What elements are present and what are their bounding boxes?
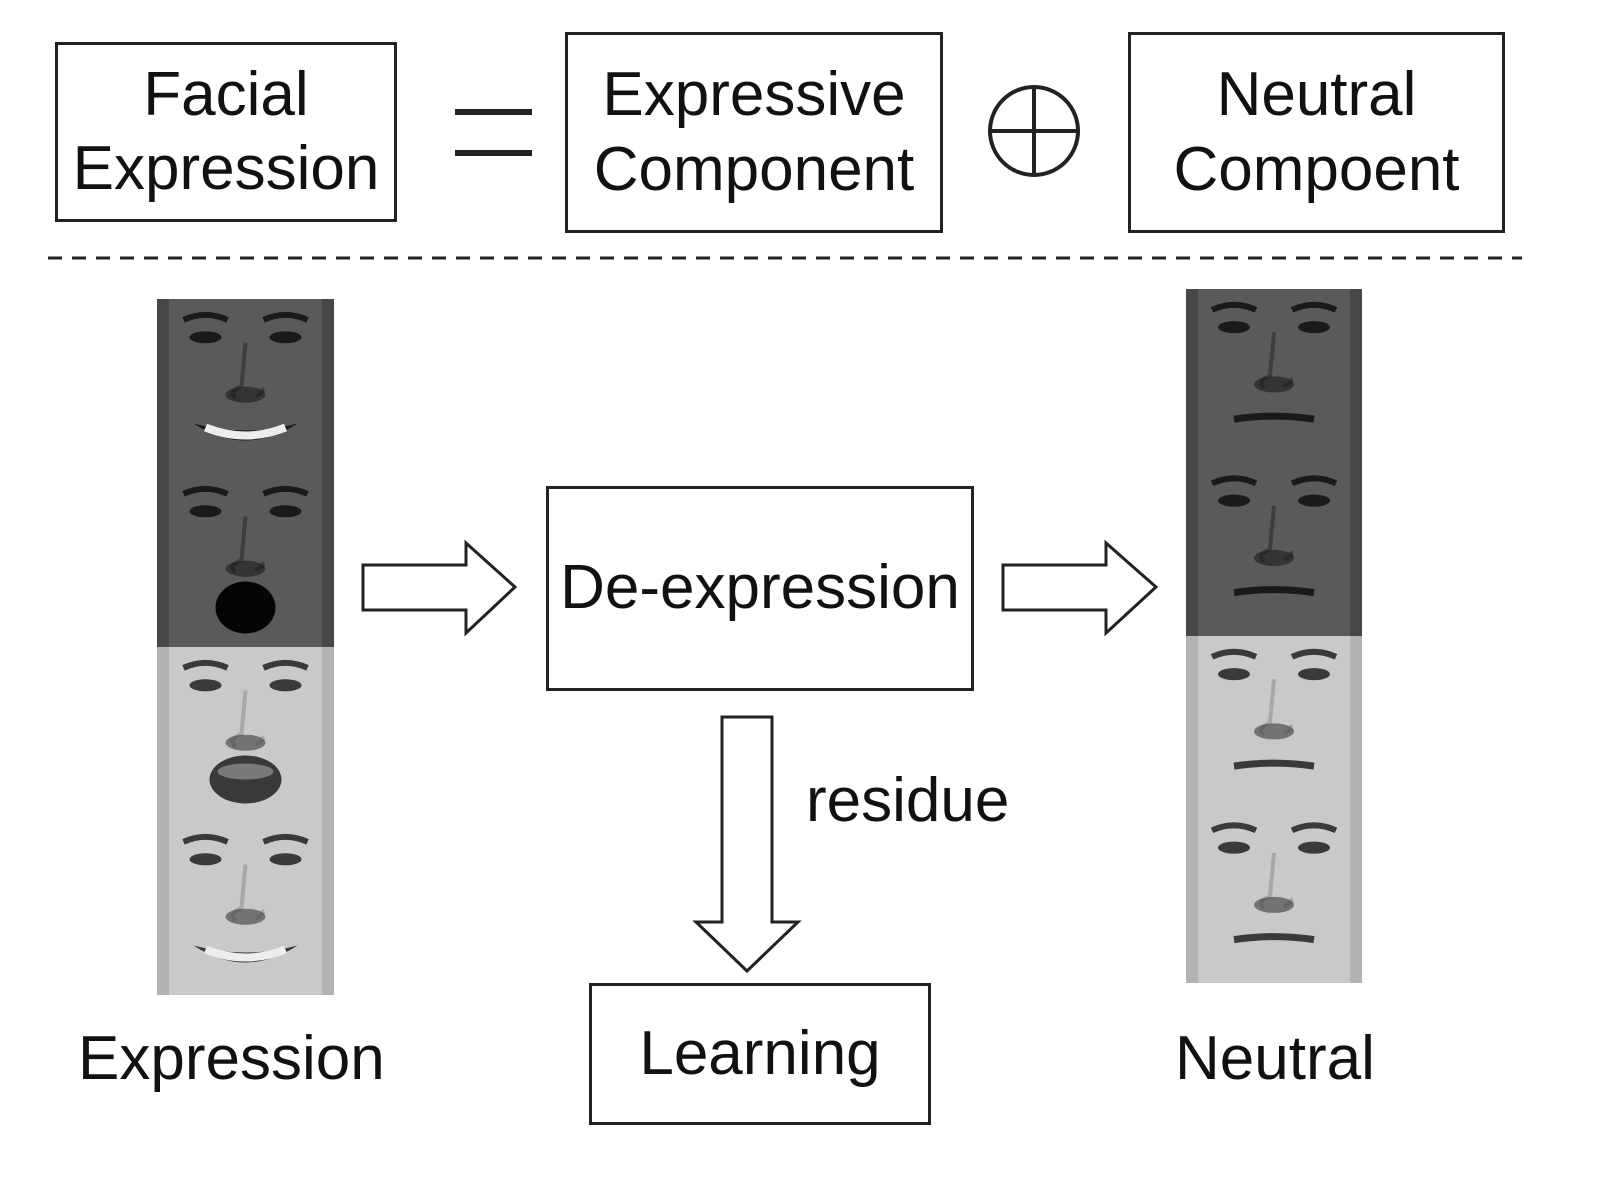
expression-caption: Expression: [78, 1024, 385, 1093]
learning-label: Learning: [639, 1018, 881, 1088]
face-crop: [157, 821, 334, 995]
face-crop: [157, 647, 334, 821]
facial-expression-box: Facial Expression: [55, 42, 397, 222]
expression-faces-column: [157, 299, 334, 995]
expressive-component-line-2: Component: [593, 134, 915, 204]
face-crop: [1186, 809, 1362, 983]
deexpression-box: De-expression: [546, 486, 974, 691]
down-arrow-residue: [692, 715, 802, 974]
neutral-faces: [1186, 289, 1362, 983]
right-arrow-to-neutral: [1001, 539, 1159, 637]
neutral-faces-column: [1186, 289, 1362, 983]
expressive-component-line-1: Expressive: [602, 60, 906, 130]
deexpression-label: De-expression: [560, 553, 960, 623]
oplus-symbol: [988, 85, 1080, 177]
facial-expression-line-1: Facial: [143, 59, 309, 129]
face-crop: [157, 473, 334, 647]
face-crop: [1186, 289, 1362, 463]
face-crop: [1186, 636, 1362, 810]
neutral-component-box: Neutral Compoent: [1128, 32, 1505, 233]
expression-faces: [157, 299, 334, 995]
facial-expression-line-2: Expression: [72, 134, 380, 203]
equals-symbol: [455, 109, 532, 156]
residue-label: residue: [806, 766, 1010, 835]
face-crop: [1186, 462, 1362, 636]
neutral-component-line-1: Neutral: [1216, 60, 1417, 130]
expressive-component-box: Expressive Component: [565, 32, 943, 233]
neutral-component-line-2: Compoent: [1173, 134, 1460, 204]
neutral-caption: Neutral: [1175, 1024, 1375, 1093]
face-crop: [157, 299, 334, 473]
learning-box: Learning: [589, 983, 931, 1125]
right-arrow-to-deexpression: [361, 539, 518, 637]
